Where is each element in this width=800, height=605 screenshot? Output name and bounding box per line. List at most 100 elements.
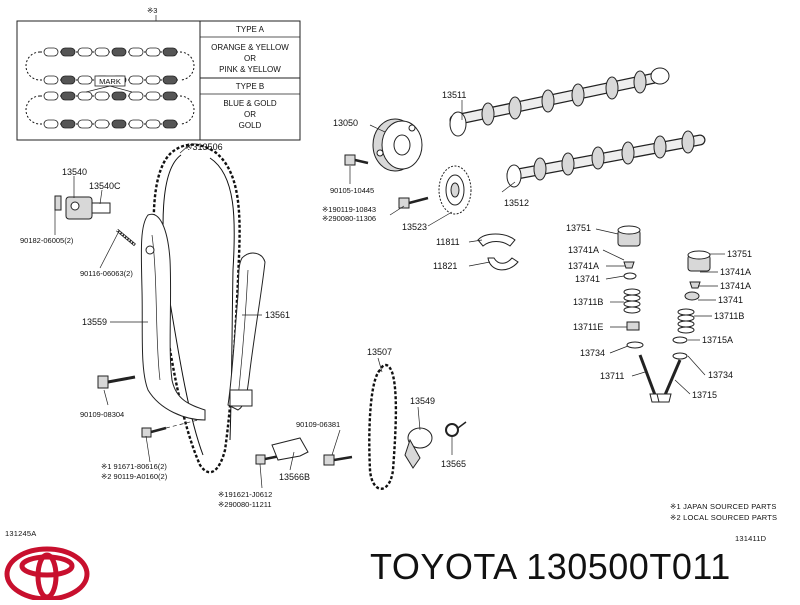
label-13540: 13540 [62,167,87,177]
tension-spring-13565 [445,421,467,437]
chain-link [77,91,93,101]
chain-link [60,91,76,101]
chain-link [162,47,178,57]
chain-link [94,91,110,101]
label-13734-right: 13734 [708,370,733,380]
chain-link [128,119,144,129]
bolt-90109-08304 [97,375,136,389]
chain-link [43,47,59,57]
label-13741a-left-1: 13741A [568,245,599,255]
chain-link [94,47,110,57]
legend-local-sourced: ※2 LOCAL SOURCED PARTS [670,513,777,522]
label-13741-right: 13741 [718,295,743,305]
leader-lines [54,100,725,489]
label-13540c: 13540C [89,181,121,191]
chain-link [162,75,178,85]
type-a-line-2: OR [244,54,256,63]
label-13741a-right-2: 13741A [720,281,751,291]
chain-link [43,75,59,85]
label-13565: 13565 [441,459,466,469]
label-90119-a0160: ※2 90119-A0160(2) [101,472,168,481]
label-13715: 13715 [692,390,717,400]
label-13741-left: 13741 [575,274,600,284]
label-13711b-left: 13711B [573,297,603,307]
chain-link [77,75,93,85]
label-13566b: 13566B [279,472,310,482]
type-a-line-1: ORANGE & YELLOW [211,43,289,52]
part-title: TOYOTA 130500T011 [370,546,731,587]
bolt-90119-10843 [398,196,429,209]
label-13561: 13561 [265,310,290,320]
bolt-90109-06381 [323,454,353,466]
label-13715a: 13715A [702,335,733,345]
bearing-11811 [477,233,516,247]
bolt-90105 [344,154,369,166]
chain-link [145,119,161,129]
type-b-header: TYPE B [236,82,264,91]
label-91671: ※1 91671-80616(2) [101,462,167,471]
toyota-logo [4,546,90,602]
type-a-line-3: PINK & YELLOW [219,65,281,74]
exhaust-camshaft-gear-13523 [438,165,472,215]
label-13549: 13549 [410,396,435,406]
label-13511: 13511 [442,90,466,100]
chain-link [162,119,178,129]
valve-assembly-left [617,225,665,403]
label-13734-left: 13734 [580,348,605,358]
type-b-line-3: GOLD [239,121,262,130]
label-13559: 13559 [82,317,107,327]
camshaft-timing-gear-13050 [372,118,423,172]
label-90109-08304: 90109-08304 [80,410,124,419]
label-13050: 13050 [333,118,358,128]
oil-pump-chain-13507 [368,363,398,490]
label-90116: 90116-06063(2) [80,269,133,278]
tensioner-13540 [54,195,111,220]
chain-link [77,119,93,129]
type-a-header: TYPE A [236,25,265,34]
label-13711e: 13711E [573,322,603,332]
label-191621: ※191621-J0612 [218,490,272,499]
chain-mark-type-table: ※3 TYPE A ORANGE & YELLOW OR PINK & YELL… [16,6,301,141]
type-b-line-1: BLUE & GOLD [223,99,277,108]
chain-link [94,119,110,129]
camshaft-13512 [506,130,706,188]
chain-link [111,119,127,129]
label-90109-06381: 90109-06381 [296,420,340,429]
bolt-90116 [116,228,136,247]
chain-link [128,91,144,101]
diagram-code-right: 131411D [735,534,767,543]
chain-link [60,47,76,57]
bolt-91671 [141,419,199,438]
valve-assembly-right [656,250,711,403]
chain-tensioner-13549 [404,427,433,469]
ref-note-3: ※3 [147,6,157,15]
chain-link [162,91,178,101]
chain-link [60,75,76,85]
label-290080-11306: ※290080-11306 [322,214,376,223]
label-13751-right: 13751 [727,249,752,259]
label-11821: 11821 [433,261,457,271]
chain-link [145,75,161,85]
mark-label: MARK [99,77,121,86]
label-290080-11211: ※290080-11211 [218,500,272,509]
label-90119-10843: ※190119-10843 [322,205,376,214]
camshaft-13511 [449,67,670,137]
label-13741a-right-1: 13741A [720,267,751,277]
label-13506: ※313506 [185,142,223,152]
chain-link [43,119,59,129]
chain-link [43,91,59,101]
legend-japan-sourced: ※1 JAPAN SOURCED PARTS [670,502,777,511]
chain-guide-13561 [227,252,266,411]
label-13751-left: 13751 [566,223,591,233]
label-90182: 90182-06005(2) [20,236,74,245]
chain-link [111,47,127,57]
label-13711b-right: 13711B [714,311,744,321]
chain-link [128,47,144,57]
bearing-11821 [487,257,519,271]
diagram-code-left: 131245A [5,529,36,538]
chain-link [60,119,76,129]
chain-link [128,75,144,85]
chain-link [145,47,161,57]
